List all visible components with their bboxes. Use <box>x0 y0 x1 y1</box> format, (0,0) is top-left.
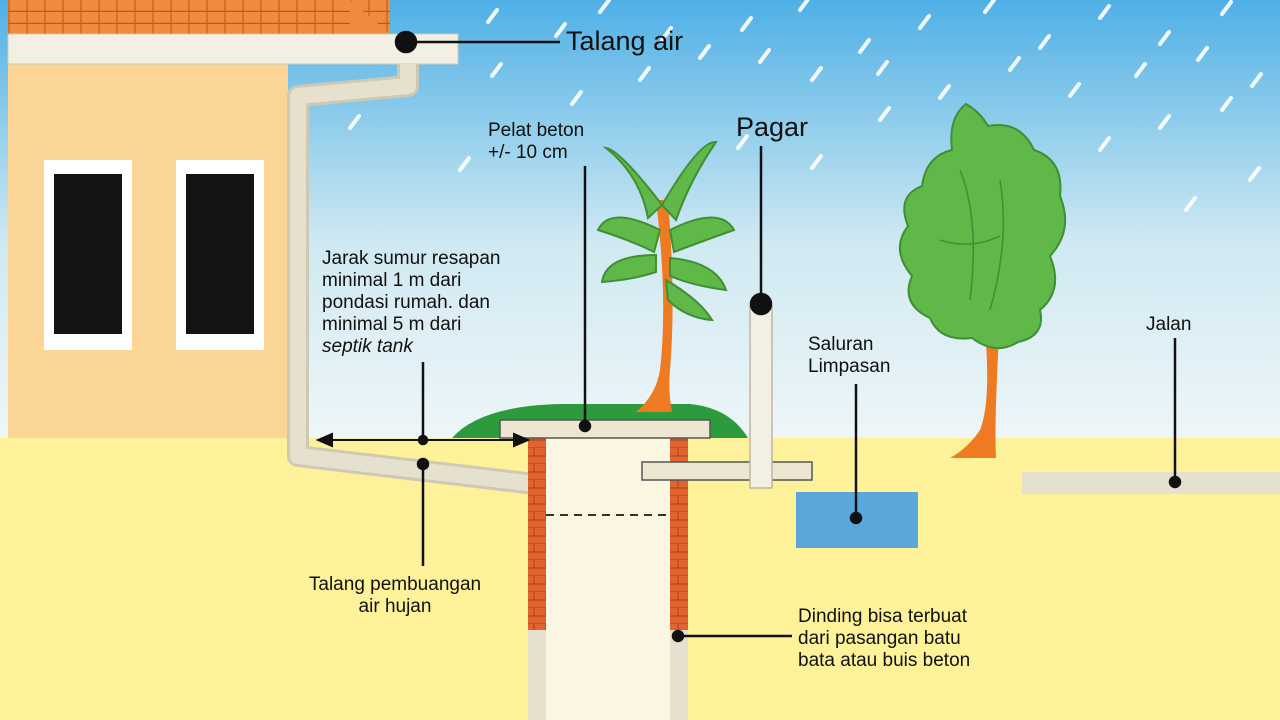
rain-streaks <box>348 0 1263 212</box>
leader-lines <box>394 30 1182 643</box>
distance-arrow <box>315 432 531 448</box>
label-talang-pembuangan: Talang pembuangan air hujan <box>290 574 500 618</box>
house <box>7 0 459 438</box>
label-talang-pembuangan-line2: air hujan <box>358 596 432 617</box>
road-embankment <box>916 454 1022 494</box>
well-wall-right-brick <box>670 436 688 630</box>
label-talang-pembuangan-line1: Talang pembuangan <box>308 574 482 595</box>
concrete-slab <box>499 419 711 439</box>
window-left <box>44 160 132 350</box>
label-talang-air: Talang air <box>566 26 684 56</box>
label-jarak-line4: minimal 5 m dari <box>322 314 462 335</box>
well-wall-left-brick <box>528 436 546 630</box>
label-pelat-beton-line2: +/- 10 cm <box>488 142 568 163</box>
label-pelat-beton: Pelat beton +/- 10 cm <box>488 120 584 164</box>
label-saluran-line2: Limpasan <box>808 356 891 377</box>
label-jarak-line2: minimal 1 m dari <box>322 270 462 291</box>
label-pagar: Pagar <box>736 112 809 142</box>
fence-post <box>749 305 773 489</box>
road <box>1022 472 1280 494</box>
label-jalan: Jalan <box>1146 314 1192 335</box>
eave-fascia <box>7 33 459 65</box>
label-saluran-limpasan: Saluran Limpasan <box>808 334 890 378</box>
roof <box>8 0 390 34</box>
label-jarak-line5: septik tank <box>322 336 413 357</box>
tree <box>899 102 1067 458</box>
label-dinding: Dinding bisa terbuat dari pasangan batu … <box>798 606 970 672</box>
label-saluran-line1: Saluran <box>808 334 874 355</box>
label-pelat-beton-line1: Pelat beton <box>488 120 585 141</box>
well-wall-right-lower <box>670 630 688 720</box>
window-right <box>176 160 264 350</box>
banana-tree <box>596 140 736 412</box>
well-wall-left-lower <box>528 630 546 720</box>
label-jarak-sumur: Jarak sumur resapan minimal 1 m dari pon… <box>322 248 500 358</box>
label-dinding-line2: dari pasangan batu <box>798 628 961 649</box>
label-jarak-line1: Jarak sumur resapan <box>322 248 501 269</box>
fence-footing-slab <box>641 461 813 481</box>
label-dinding-line1: Dinding bisa terbuat <box>798 606 967 627</box>
label-dinding-line3: bata atau buis beton <box>798 650 971 671</box>
well-interior <box>546 436 670 720</box>
label-jarak-line3: pondasi rumah. dan <box>322 292 490 313</box>
